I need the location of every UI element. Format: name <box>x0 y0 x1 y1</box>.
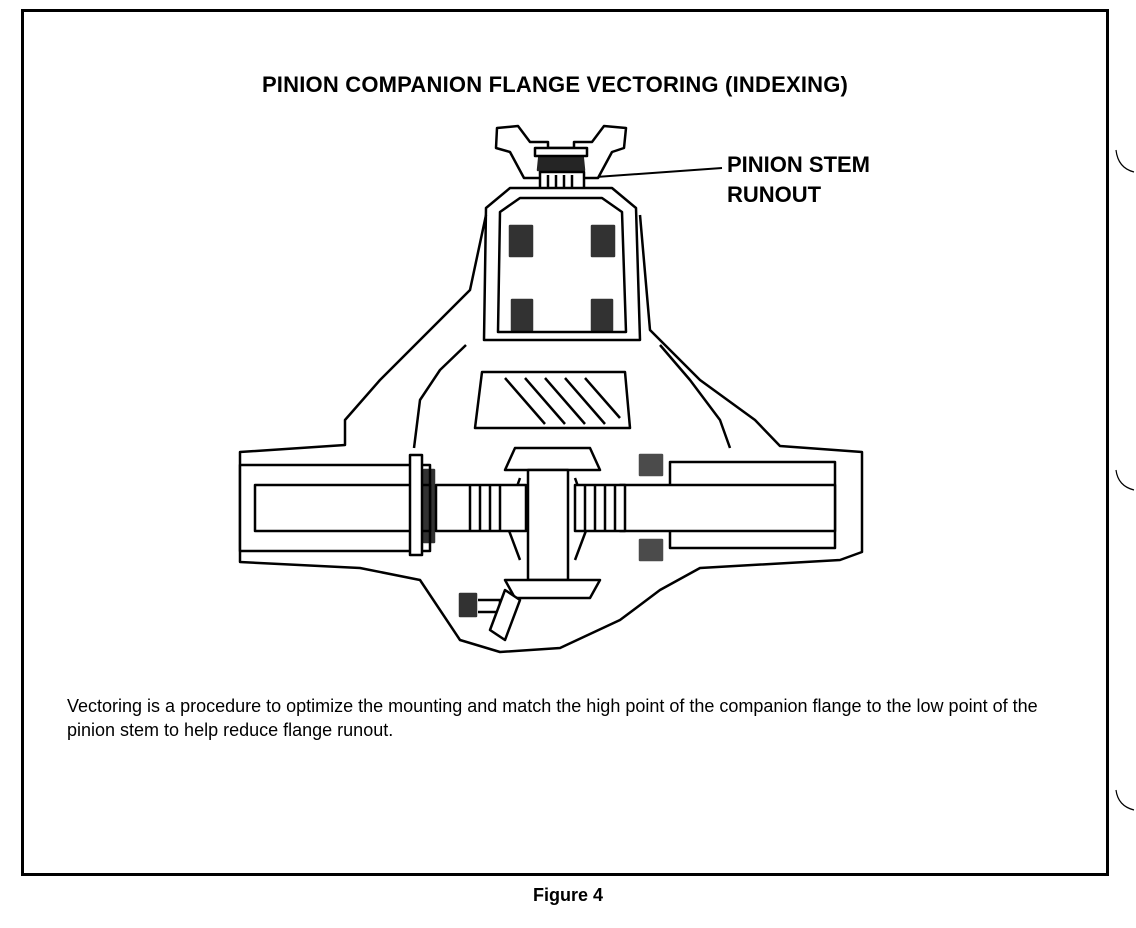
callout-line-2: RUNOUT <box>727 182 822 207</box>
ring-gear-bolt <box>458 588 522 642</box>
left-axle-tube <box>238 453 528 557</box>
page-edge-marks <box>1115 149 1135 811</box>
pinion-stem-runout-callout: PINION STEM RUNOUT <box>727 150 870 210</box>
callout-line-1: PINION STEM <box>727 152 871 177</box>
figure-title: PINION COMPANION FLANGE VECTORING (INDEX… <box>261 72 849 97</box>
ring-gear <box>473 370 632 430</box>
callout-leader-line <box>581 167 723 179</box>
carrier-housing <box>238 214 864 654</box>
right-axle-tube <box>573 453 837 562</box>
pinion-housing <box>482 186 642 342</box>
figure-number-label: Figure 4 <box>532 885 603 905</box>
companion-flange <box>494 124 628 180</box>
figure-caption: Vectoring is a procedure to optimize the… <box>67 696 1038 740</box>
figure-frame <box>21 9 1109 876</box>
